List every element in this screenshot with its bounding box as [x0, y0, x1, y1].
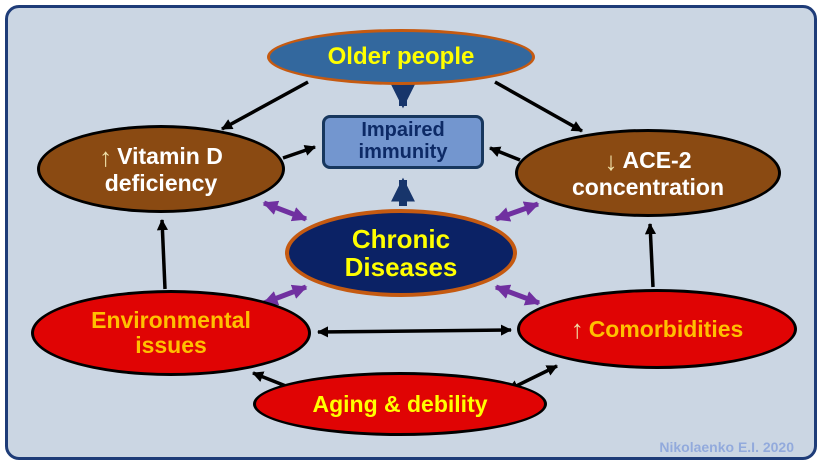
ace2-line2: concentration: [571, 173, 725, 200]
arrow-chronic-ace2: [494, 201, 540, 222]
node-vitamin-d-deficiency: ↑ Vitamin D deficiency: [37, 125, 285, 213]
node-older-people: Older people: [267, 29, 535, 85]
node-ace2-concentration: ↓ ACE-2 concentration: [515, 129, 781, 217]
node-chronic-diseases: Chronic Diseases: [285, 209, 517, 297]
arrow-comorbidities-to-ace2: [644, 222, 657, 288]
impaired-immunity-line2: immunity: [358, 141, 448, 163]
node-aging-debility: Aging & debility: [253, 372, 547, 436]
arrow-environmental-comorbidities: [316, 324, 513, 338]
watermark-credit: Nikolaenko E.I. 2020: [659, 439, 794, 455]
down-arrow-icon: ↓: [604, 145, 618, 176]
impaired-immunity-line1: Impaired: [361, 119, 445, 142]
arrow-older-to-vitamind: [221, 80, 309, 131]
node-environmental-issues: Environmental issues: [31, 290, 311, 376]
chronic-diseases-line1: Chronic: [351, 223, 451, 254]
arrow-ace2-to-impaired: [489, 146, 521, 162]
node-comorbidities: ↑ Comorbidities: [517, 289, 797, 369]
up-arrow-icon: ↑: [570, 313, 584, 344]
comorbidities-label: Comorbidities: [588, 315, 744, 342]
arrow-chronic-vitamind: [262, 200, 308, 222]
older-people-label: Older people: [327, 43, 475, 71]
vitamin-d-line2: deficiency: [104, 169, 218, 196]
arrow-chronic-comorbidities: [494, 284, 541, 306]
vitamin-d-line1: Vitamin D: [117, 143, 223, 170]
node-impaired-immunity: Impaired immunity: [322, 115, 484, 169]
environmental-line2: issues: [135, 332, 207, 358]
aging-label: Aging & debility: [312, 390, 488, 417]
ace2-line1: ACE-2: [622, 147, 692, 174]
chronic-diseases-line2: Diseases: [344, 252, 458, 282]
arrow-environmental-to-vitamind: [156, 218, 169, 290]
arrow-vitamind-to-impaired: [282, 145, 316, 160]
environmental-line1: Environmental: [91, 307, 251, 334]
arrow-chronic-environmental: [262, 284, 308, 306]
arrow-older-to-ace2: [494, 80, 583, 133]
up-arrow-icon: ↑: [99, 141, 113, 172]
